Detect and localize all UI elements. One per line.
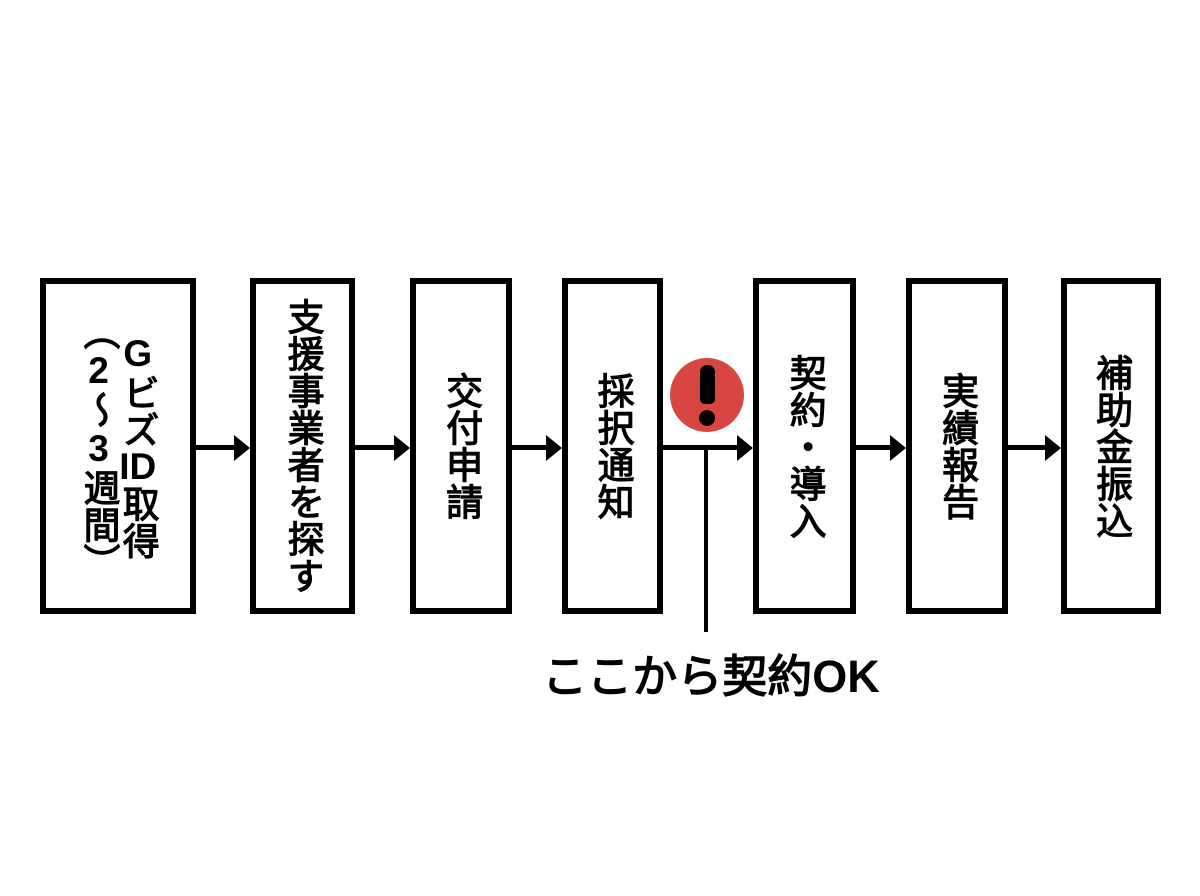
step-label: 支援事業者を探す: [282, 298, 324, 594]
arrow-head: [890, 435, 906, 461]
arrow-step6-to-step7: [1008, 435, 1061, 461]
step-label-text: 取得: [117, 485, 159, 559]
arrow-head: [394, 435, 410, 461]
arrow-head: [1045, 435, 1061, 461]
arrow-step5-to-step6: [856, 435, 906, 461]
arrow-head: [546, 435, 562, 461]
arrow-head: [234, 435, 250, 461]
exclamation-bar: [699, 364, 715, 404]
arrow-shaft: [663, 445, 740, 450]
step-performance-report: 実績報告: [906, 278, 1008, 614]
step-label-latin: ID: [119, 448, 157, 485]
callout-connector-line: [704, 450, 708, 632]
exclamation-icon: [670, 358, 744, 432]
step-gbiz-id-acquisition: GビズID取得 （2〜3週間）: [40, 278, 196, 614]
step-label: 交付申請: [440, 372, 482, 520]
step-find-support-vendor: 支援事業者を探す: [250, 278, 355, 614]
step-label: 補助金振込: [1090, 353, 1132, 539]
step-label: GビズID取得 （2〜3週間）: [78, 284, 159, 608]
arrow-step4-to-step5: [663, 435, 753, 461]
callout-label: ここから契約OK: [542, 651, 880, 702]
arrow-step1-to-step2: [196, 435, 250, 461]
step-label: 実績報告: [936, 372, 978, 520]
arrow-shaft: [856, 445, 893, 450]
arrow-shaft: [196, 445, 237, 450]
arrow-shaft: [1008, 445, 1048, 450]
exclamation-dot: [699, 409, 715, 426]
step-label-line-2: （2〜3週間）: [78, 312, 119, 580]
step-adoption-notice: 採択通知: [562, 278, 663, 614]
step-grant-application: 交付申請: [410, 278, 512, 614]
step-label-text: Gビズ: [117, 333, 159, 448]
step-subsidy-payment: 補助金振込: [1061, 278, 1161, 614]
arrow-step3-to-step4: [512, 435, 562, 461]
arrow-head: [737, 435, 753, 461]
arrow-step2-to-step3: [355, 435, 410, 461]
step-label: 契約・導入: [784, 353, 826, 539]
step-label: 採択通知: [592, 372, 634, 520]
arrow-shaft: [355, 445, 397, 450]
step-contract-and-deployment: 契約・導入: [753, 278, 856, 614]
arrow-shaft: [512, 445, 549, 450]
step-label-line-1: GビズID取得: [117, 284, 159, 608]
